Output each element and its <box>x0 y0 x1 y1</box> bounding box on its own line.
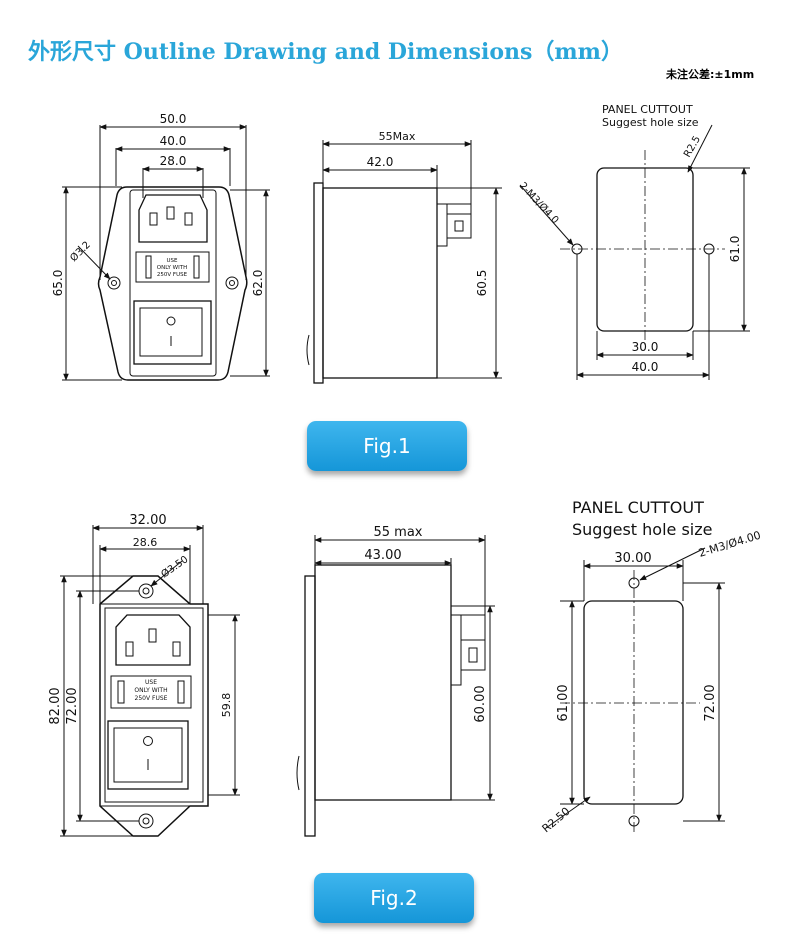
fig2-panel-subtitle: Suggest hole size <box>572 520 712 539</box>
fig2-dim-28-6: 28.6 <box>133 536 158 549</box>
fig1-dim-50: 50.0 <box>160 112 187 126</box>
fig2-fuse-line1: USE <box>145 679 157 686</box>
fig2-dim-59-8: 59.8 <box>220 693 233 718</box>
fig2-panel-dim-30: 30.00 <box>614 551 651 566</box>
fig1-dim-65: 65.0 <box>51 270 65 297</box>
fig1-fuse-line2: ONLY WITH <box>157 265 187 271</box>
fig1-fuse-line3: 250V FUSE <box>157 272 188 278</box>
fig1-panel-dim-40: 40.0 <box>632 360 659 374</box>
fig2-panel-dim-61: 61.00 <box>556 684 571 721</box>
fig1-fuse-line1: USE <box>167 258 179 264</box>
fig1-panel-radius: R2.5 <box>682 134 703 159</box>
fig1-dim-42: 42.0 <box>367 155 394 169</box>
fig2-button[interactable]: Fig.2 <box>314 873 474 923</box>
fig1-panel-title: PANEL CUTTOUT <box>602 103 693 116</box>
fig1-dim-28: 28.0 <box>160 154 187 168</box>
fig1-side-view <box>306 140 502 384</box>
fig2-panel-dim-72: 72.00 <box>703 684 718 721</box>
fig1-panel-holes: 2-M3/Ø4.0 <box>517 180 561 226</box>
fig1-dim-62: 62.0 <box>251 270 265 297</box>
fig1-dim-40: 40.0 <box>160 134 187 148</box>
fig2-front-view <box>60 525 240 837</box>
fig1-panel-dim-61: 61.0 <box>728 236 742 263</box>
fig2-dim-43: 43.00 <box>364 548 401 563</box>
fig1-dim-55max: 55Max <box>379 130 416 143</box>
fig2-dim-55max: 55 max <box>374 525 423 540</box>
tolerance-note: 未注公差:±1mm <box>666 68 755 81</box>
fig1-dim-60-5: 60.5 <box>475 270 489 297</box>
fig1-hole-label: Ø3.2 <box>68 239 93 264</box>
fig2-hole-label: Ø3.50 <box>159 553 191 580</box>
fig1-panel-dim-30: 30.0 <box>632 340 659 354</box>
fig1-button[interactable]: Fig.1 <box>307 421 467 471</box>
fig2-dim-82: 82.00 <box>48 687 63 724</box>
fig1-panel-cutout <box>519 124 750 380</box>
page-title: 外形尺寸 Outline Drawing and Dimensions（mm） <box>28 39 623 65</box>
fig1-panel-subtitle: Suggest hole size <box>602 116 699 129</box>
fig2-side-view <box>296 535 495 837</box>
fig2-fuse-line2: ONLY WITH <box>134 687 167 694</box>
fig2-fuse-line3: 250V FUSE <box>135 695 168 702</box>
fig2-dim-60: 60.00 <box>473 685 488 722</box>
fig2-panel-radius: R2.50 <box>540 805 573 836</box>
fig1-front-view <box>62 124 270 381</box>
fig2-panel-title: PANEL CUTTOUT <box>572 498 704 517</box>
fig2-dim-72: 72.00 <box>65 687 80 724</box>
fig2-dim-32: 32.00 <box>129 513 166 528</box>
fig2-panel-cutout <box>545 547 725 835</box>
